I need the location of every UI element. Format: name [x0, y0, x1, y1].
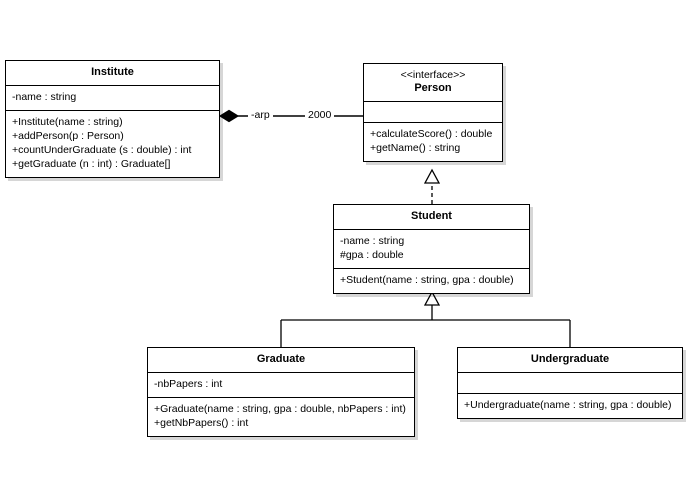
class-header-institute: Institute [6, 61, 219, 86]
class-operations-undergraduate: +Undergraduate(name : string, gpa : doub… [458, 394, 682, 418]
class-header-undergraduate: Undergraduate [458, 348, 682, 373]
class-attributes-student: -name : string #gpa : double [334, 230, 529, 269]
class-box-institute[interactable]: Institute -name : string +Institute(name… [5, 60, 220, 178]
attribute-item: -name : string [340, 234, 405, 247]
class-name-graduate: Graduate [256, 353, 306, 365]
class-name-person: Person [414, 82, 452, 95]
class-operations-institute: +Institute(name : string) +addPerson(p :… [6, 111, 219, 177]
class-operations-person: +calculateScore() : double +getName() : … [364, 123, 502, 161]
operation-item: +getName() : string [370, 141, 461, 154]
class-name-student: Student [411, 210, 452, 222]
class-attributes-graduate: -nbPapers : int [148, 373, 414, 398]
composition-institute-person [218, 109, 363, 123]
class-name-institute: Institute [91, 66, 134, 78]
operation-item: +getNbPapers() : int [154, 416, 249, 429]
operation-item: +countUnderGraduate (s : double) : int [12, 143, 192, 156]
operation-item: +getGraduate (n : int) : Graduate[] [12, 157, 171, 170]
operation-item: +Institute(name : string) [12, 115, 123, 128]
attribute-item: -nbPapers : int [154, 377, 223, 390]
class-header-student: Student [334, 205, 529, 230]
operation-item: +Undergraduate(name : string, gpa : doub… [464, 398, 672, 411]
realization-hollow-triangle [423, 168, 441, 184]
operation-item: +addPerson(p : Person) [12, 129, 124, 142]
class-header-person: <<interface>> Person [364, 64, 502, 102]
class-stereotype-person: <<interface>> [400, 69, 466, 81]
class-name-undergraduate: Undergraduate [530, 353, 610, 365]
composition-diamond [218, 109, 240, 123]
class-box-graduate[interactable]: Graduate -nbPapers : int +Graduate(name … [147, 347, 415, 437]
class-operations-student: +Student(name : string, gpa : double) [334, 269, 529, 293]
class-attributes-institute: -name : string [6, 86, 219, 111]
generalization-hollow-triangle [423, 290, 441, 306]
composition-role-label: -arp [248, 109, 273, 121]
class-attributes-undergraduate [458, 373, 682, 394]
class-box-person[interactable]: <<interface>> Person +calculateScore() :… [363, 63, 503, 162]
operation-item: +Student(name : string, gpa : double) [340, 273, 514, 286]
operation-item: +Graduate(name : string, gpa : double, n… [154, 402, 406, 415]
class-box-student[interactable]: Student -name : string #gpa : double +St… [333, 204, 530, 294]
class-operations-graduate: +Graduate(name : string, gpa : double, n… [148, 398, 414, 436]
class-box-undergraduate[interactable]: Undergraduate +Undergraduate(name : stri… [457, 347, 683, 419]
generalization-fork-student [280, 290, 571, 347]
class-header-graduate: Graduate [148, 348, 414, 373]
realization-student-person [423, 168, 441, 204]
class-attributes-person [364, 102, 502, 123]
attribute-item: #gpa : double [340, 248, 404, 261]
composition-multiplicity-label: 2000 [305, 109, 335, 121]
operation-item: +calculateScore() : double [370, 127, 493, 140]
attribute-item: -name : string [12, 90, 77, 103]
